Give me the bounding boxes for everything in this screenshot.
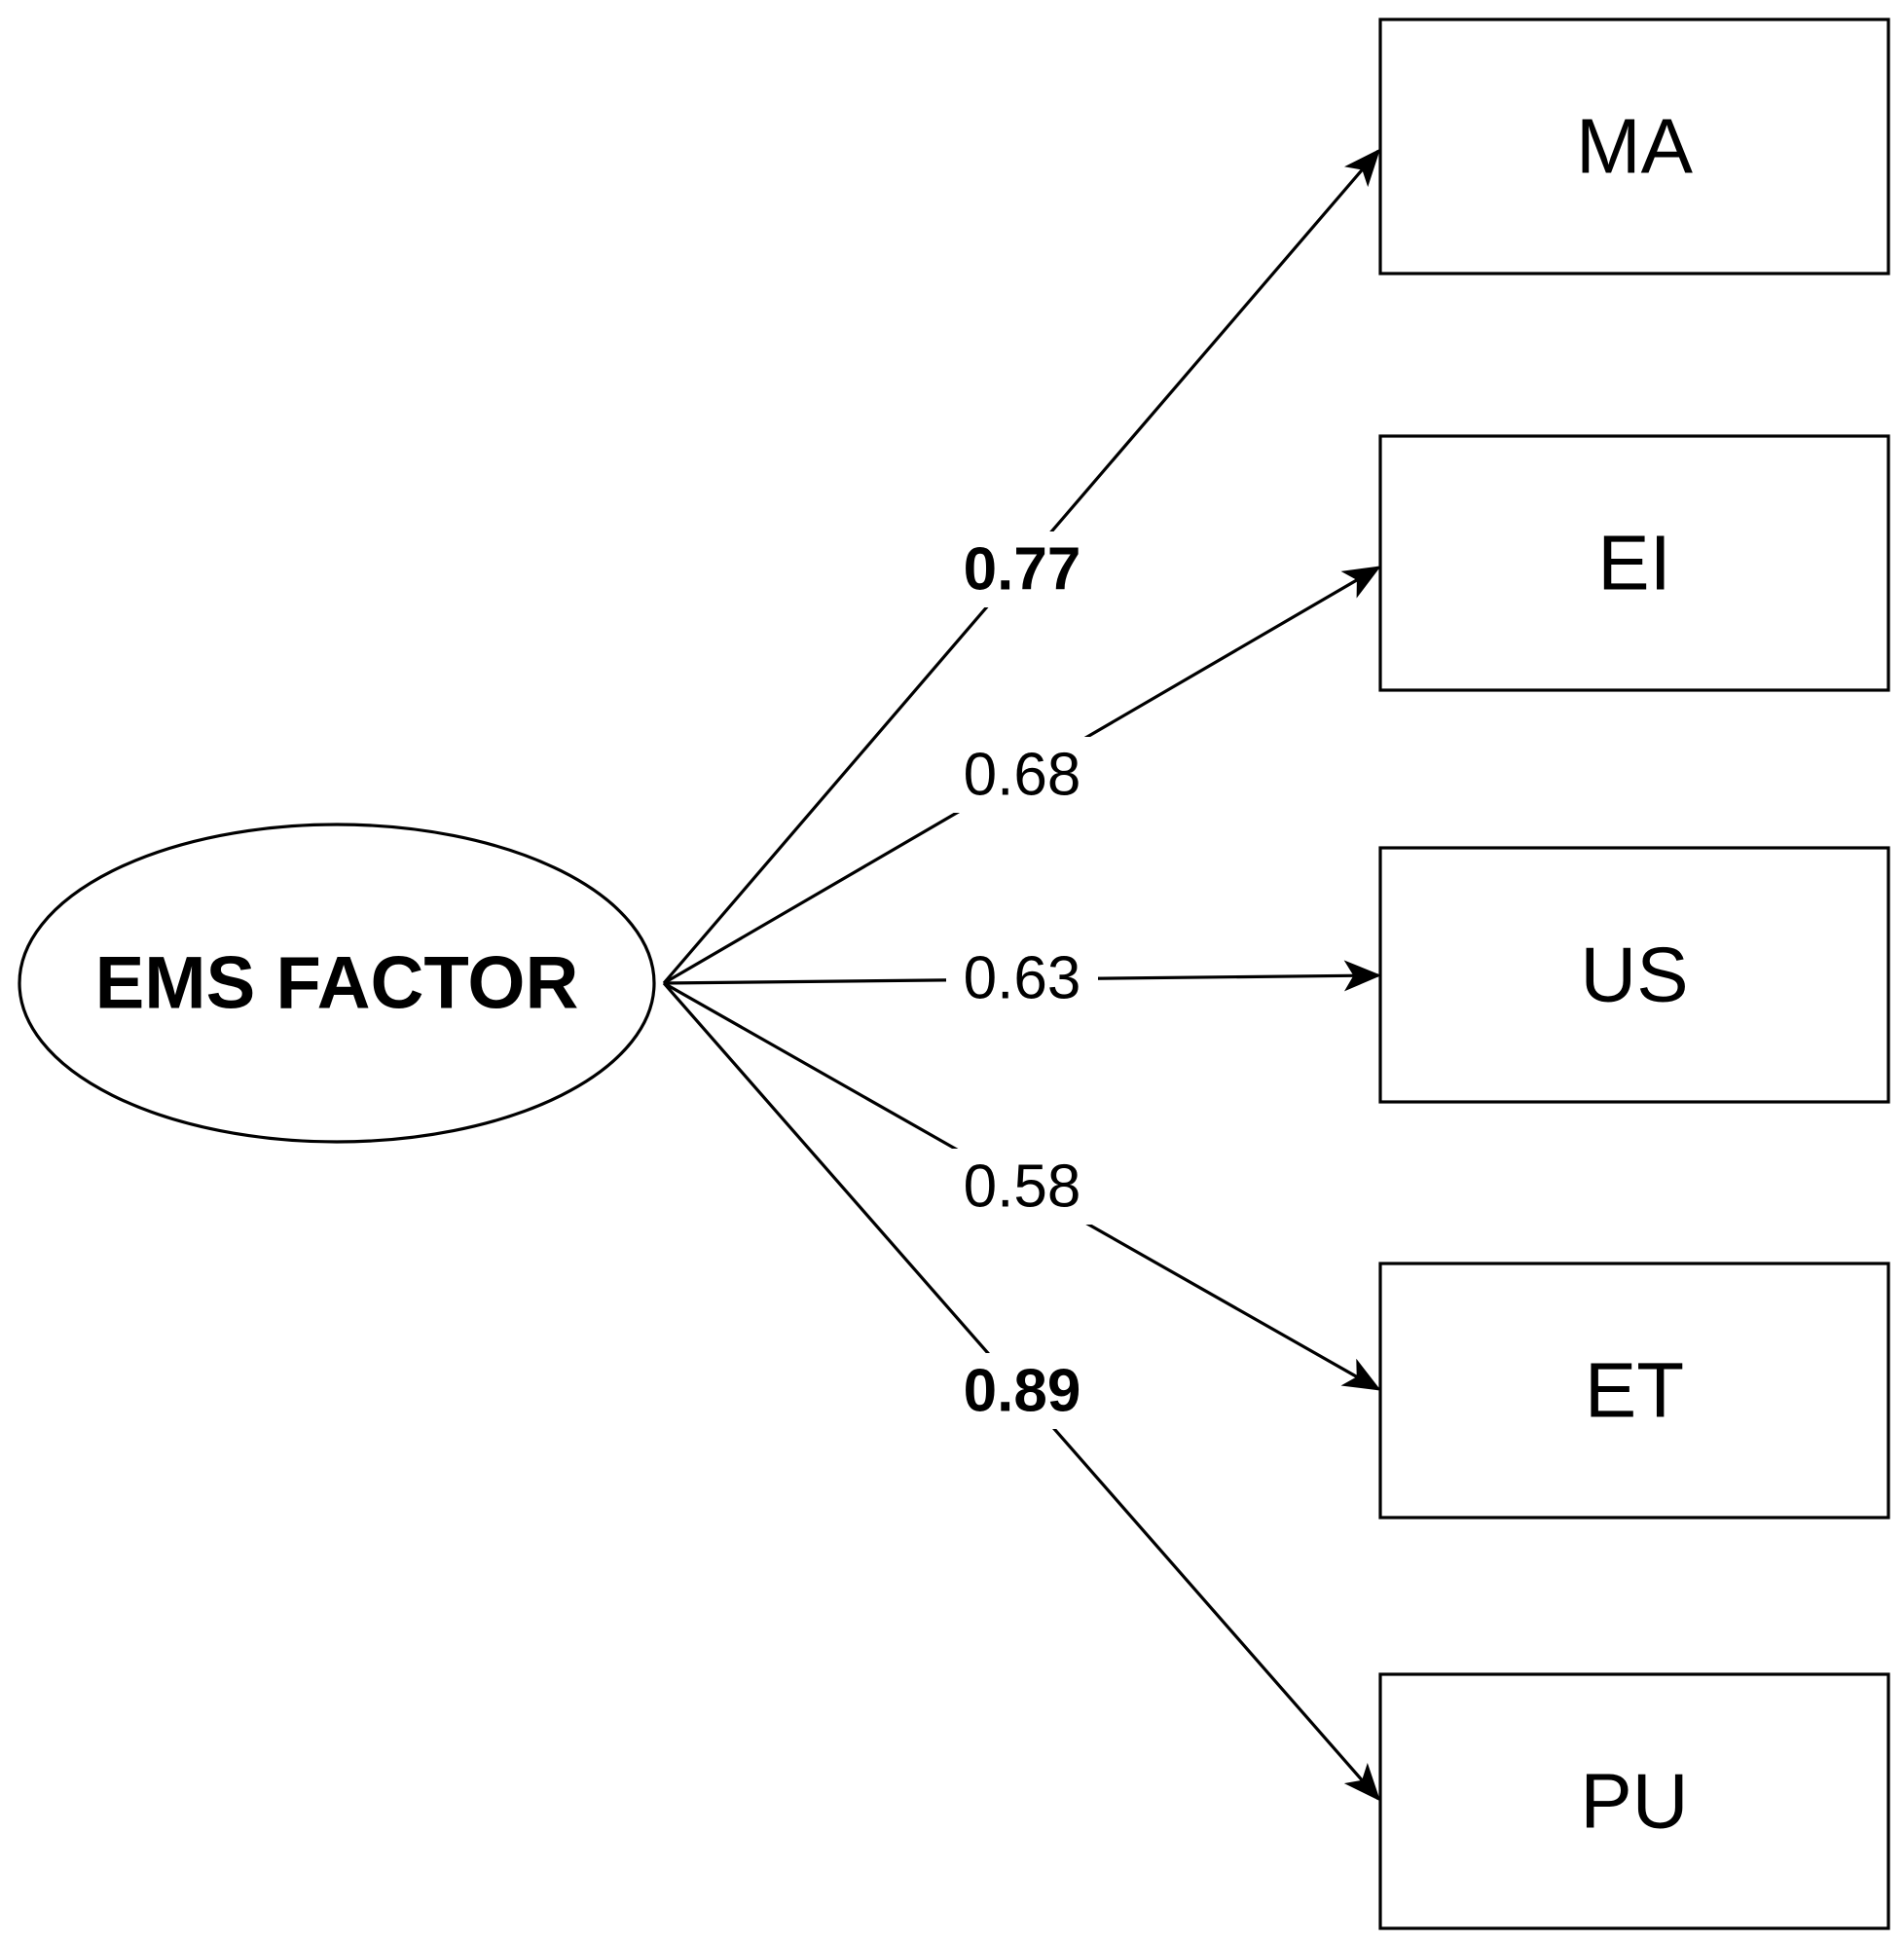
loading-value-us: 0.63 (964, 945, 1081, 1012)
latent-factor-node: EMS FACTOR (18, 823, 656, 1144)
indicator-label-ma: MA (1576, 103, 1694, 190)
loading-value-pu: 0.89 (964, 1358, 1081, 1425)
indicator-label-pu: PU (1580, 1758, 1688, 1845)
loading-value-ei: 0.68 (964, 742, 1081, 809)
indicator-box-ma (1378, 18, 1890, 275)
loading-label-et: 0.58 (946, 1149, 1098, 1225)
indicator-node-pu: PU (1378, 1672, 1890, 1930)
loading-label-us: 0.63 (946, 940, 1098, 1016)
loading-labels: 0.77 0.68 0.63 0.58 0.89 (946, 531, 1098, 1429)
indicator-label-ei: EI (1597, 520, 1671, 606)
loading-label-pu: 0.89 (946, 1353, 1098, 1429)
latent-factor-label: EMS FACTOR (95, 942, 579, 1025)
latent-factor-ellipse (18, 823, 656, 1144)
indicator-box-ei (1378, 434, 1890, 692)
indicator-nodes: MA EI US ET PU (1378, 18, 1890, 1930)
indicator-label-et: ET (1585, 1347, 1684, 1434)
loading-value-et: 0.58 (964, 1154, 1081, 1221)
indicator-node-us: US (1378, 846, 1890, 1104)
loading-label-ei: 0.68 (946, 737, 1098, 813)
indicator-box-us (1378, 846, 1890, 1104)
indicator-box-et (1378, 1262, 1890, 1520)
indicator-node-ma: MA (1378, 18, 1890, 275)
indicator-label-us: US (1580, 932, 1688, 1018)
indicator-node-et: ET (1378, 1262, 1890, 1520)
indicator-box-pu (1378, 1672, 1890, 1930)
loading-label-ma: 0.77 (946, 531, 1098, 607)
indicator-node-ei: EI (1378, 434, 1890, 692)
loading-value-ma: 0.77 (964, 536, 1081, 604)
